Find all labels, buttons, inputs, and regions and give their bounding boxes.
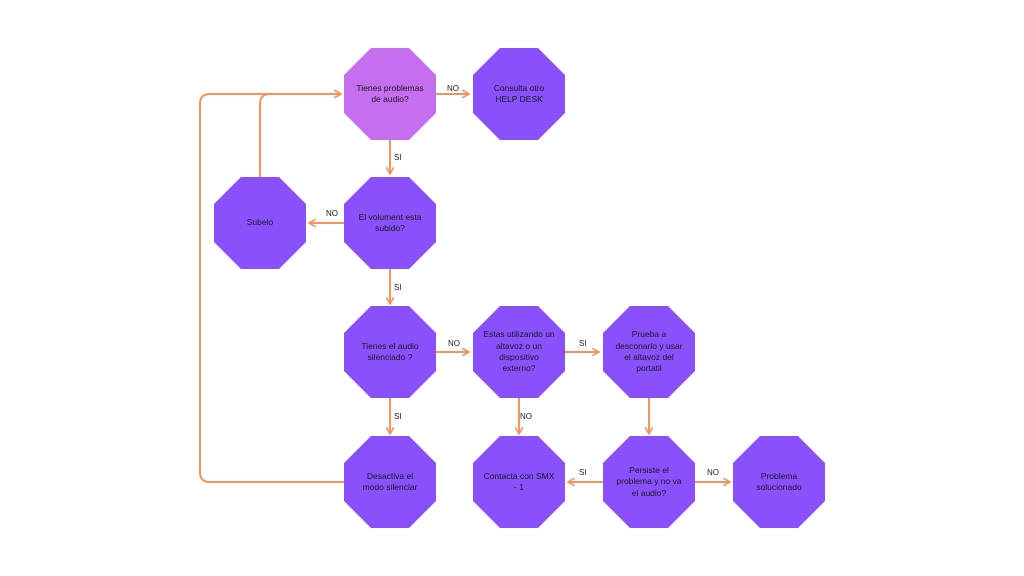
node-raise-it-label: Subelo xyxy=(246,217,274,228)
node-solved-label: Problema solucionado xyxy=(756,470,802,492)
node-persists-label: Persiste el problema y no va el audio? xyxy=(616,464,682,498)
node-problem-audio-label: Tienes problemas de audio? xyxy=(356,82,424,104)
node-muted-label: Tienes el audio silenciado ? xyxy=(361,340,419,362)
node-volume-up: El volument esta subido? xyxy=(344,177,436,269)
edge-label-external-disconnect: SI xyxy=(579,339,587,348)
edge-disable-to-audio xyxy=(199,94,345,483)
edge-label-audio-volume: SI xyxy=(394,153,402,162)
node-problem-audio: Tienes problemas de audio? xyxy=(344,48,436,140)
edge-label-volume-subelo: NO xyxy=(326,209,338,218)
edge-label-audio-helpdesk: NO xyxy=(447,84,459,93)
node-other-helpdesk: Consulta otro HELP DESK xyxy=(473,48,565,140)
node-disable-mute-label: Desactiva el modo silenciar xyxy=(362,470,418,492)
node-external-device: Estas utilizando un altavoz o un disposi… xyxy=(473,306,565,398)
edge-label-volume-muted: SI xyxy=(394,283,402,292)
edge-label-muted-disable: SI xyxy=(394,412,402,421)
node-persists: Persiste el problema y no va el audio? xyxy=(603,436,695,528)
node-raise-it: Subelo xyxy=(214,177,306,269)
edge-label-muted-external: NO xyxy=(448,339,460,348)
node-volume-up-label: El volument esta subido? xyxy=(358,211,422,233)
edge-label-persists-solved: NO xyxy=(707,468,719,477)
node-external-device-label: Estas utilizando un altavoz o un disposi… xyxy=(483,329,555,374)
edge-label-external-contact: NO xyxy=(520,412,532,421)
node-other-helpdesk-label: Consulta otro HELP DESK xyxy=(493,82,545,104)
node-disable-mute: Desactiva el modo silenciar xyxy=(344,436,436,528)
node-contact-smx-label: Contacta con SMX - 1 xyxy=(483,470,555,492)
node-disconnect-try: Prueba a desconarlo y usar el altavoz de… xyxy=(603,306,695,398)
edge-label-persists-contact: SI xyxy=(579,468,587,477)
node-solved: Problema solucionado xyxy=(733,436,825,528)
node-contact-smx: Contacta con SMX - 1 xyxy=(473,436,565,528)
edge-subelo-to-audio xyxy=(259,94,340,178)
node-muted: Tienes el audio silenciado ? xyxy=(344,306,436,398)
node-disconnect-try-label: Prueba a desconarlo y usar el altavoz de… xyxy=(615,329,683,374)
